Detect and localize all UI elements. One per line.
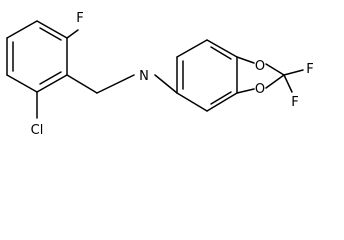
bond-cf2-f-lower	[283, 74, 293, 93]
oxygen-lower-label: O	[255, 82, 265, 97]
bond-ring1-inner-1	[39, 27, 62, 41]
bond-ring1-c1-c2	[36, 20, 68, 39]
chlorine-atom-label: Cl	[31, 123, 44, 138]
chemical-structure-diagram: F Cl N O O F F	[6, 11, 314, 138]
fluorine-atom-label: F	[76, 11, 83, 26]
bond-o-upper-cf2	[265, 63, 285, 76]
bond-o-lower-cf2	[265, 74, 285, 89]
bond-ring1-inner-2	[39, 71, 62, 85]
difluoro-fluorine-lower-label: F	[291, 95, 298, 110]
bond-ring2-c5-c6	[176, 39, 208, 58]
chlorofluorophenyl-ring	[6, 20, 68, 93]
bond-ring1-c3-c4	[36, 74, 68, 93]
bond-ring2-c1-c2	[176, 92, 208, 112]
bond-cf2-f-upper	[283, 69, 304, 76]
bond-ring1-c4-c5	[6, 74, 38, 93]
bond-ring-ch2	[66, 74, 98, 94]
bond-c-f	[66, 29, 79, 39]
bond-ring2-c4-c5	[206, 39, 238, 58]
bond-ring1-c6-c1	[6, 20, 38, 39]
bond-n-ring2	[154, 74, 178, 94]
bond-c-o-upper	[236, 56, 255, 64]
bond-ring2-inner-3	[210, 46, 232, 60]
difluoro-fluorine-upper-label: F	[306, 62, 313, 77]
amine-nitrogen-label: N	[139, 69, 149, 84]
bond-ring2-inner-2	[210, 91, 232, 105]
bond-ring2-c2-c3	[206, 92, 238, 112]
bond-ch2-n	[96, 74, 135, 94]
bond-c-o-lower	[236, 88, 255, 94]
difluorodioxole-ring	[236, 56, 304, 94]
benzodioxole-benzene-ring	[176, 39, 238, 112]
oxygen-upper-label: O	[255, 59, 265, 74]
